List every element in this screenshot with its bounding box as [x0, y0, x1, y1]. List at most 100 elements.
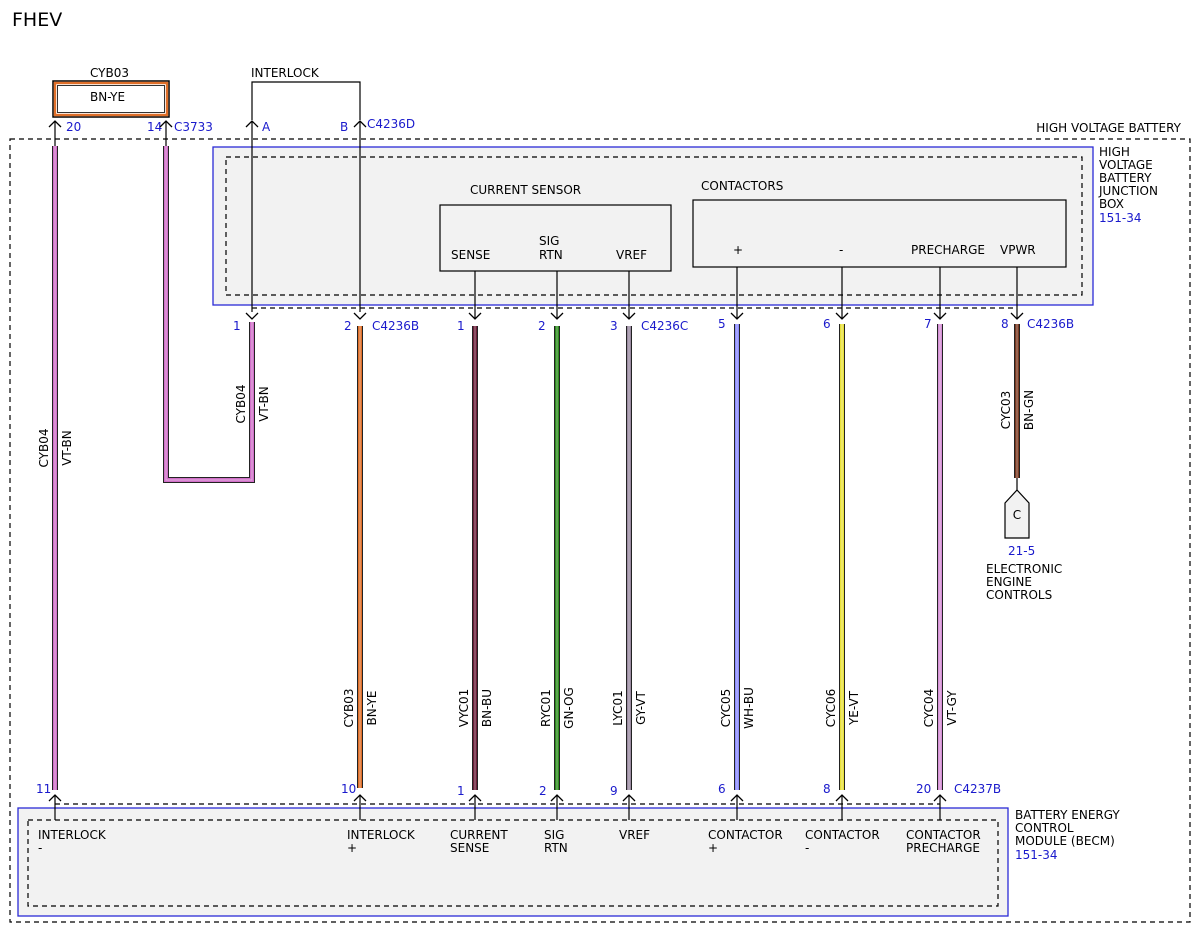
- becm-pin-sig-rtn-l2: RTN: [544, 841, 568, 855]
- jbox-label-4: BOX: [1099, 197, 1124, 211]
- becm-pin-6: 6: [718, 782, 726, 796]
- wire-cyc04-circuit: CYC04: [922, 689, 936, 728]
- connector-c4237b: C4237B: [954, 782, 1001, 796]
- becm-label-1: CONTROL: [1015, 821, 1074, 835]
- wire-cyb03-color: BN-YE: [365, 690, 379, 725]
- becm-pin-interlock-plus-l2: +: [347, 841, 357, 855]
- wire-lyc01-circuit: LYC01: [611, 690, 625, 725]
- becm-pin-sig-rtn-l1: SIG: [544, 828, 564, 842]
- jbox-label-0: HIGH: [1099, 145, 1130, 159]
- connector-c4236b-left: C4236B: [372, 319, 419, 333]
- wire-cyc06-circuit: CYC06: [824, 689, 838, 728]
- cs-pin-3-num: 3: [610, 319, 618, 333]
- ct-pin-5-num: 5: [718, 317, 726, 331]
- jb-pin-1: 1: [233, 319, 241, 333]
- jbox-label-2: BATTERY: [1099, 171, 1152, 185]
- becm-pin-contactor-minus-l1: CONTACTOR: [805, 828, 880, 842]
- pin-14-top: 14: [147, 120, 162, 134]
- becm-pin-interlock-minus-l2: -: [38, 841, 42, 855]
- eec-label-1: ENGINE: [986, 575, 1032, 589]
- contactors-title: CONTACTORS: [701, 179, 783, 193]
- becm-pin-20: 20: [916, 782, 931, 796]
- junction-box-inner: [225, 156, 1083, 296]
- jbox-ref: 151-34: [1099, 211, 1142, 225]
- becm-pin-2: 2: [539, 784, 547, 798]
- becm-box: [17, 807, 1009, 917]
- becm-pin-current-sense-l1: CURRENT: [450, 828, 508, 842]
- becm-pin-8: 8: [823, 782, 831, 796]
- wire-vyc01-circuit: VYC01: [457, 689, 471, 728]
- cs-pin-vref: VREF: [616, 248, 647, 262]
- becm-pin-contactor-precharge-l2: PRECHARGE: [906, 841, 980, 855]
- connector-c4236c: C4236C: [641, 319, 688, 333]
- eec-ref: 21-5: [1008, 544, 1035, 558]
- cyb03-loop-circuit: CYB03: [90, 66, 129, 80]
- connector-c4236d: C4236D: [367, 117, 415, 131]
- wire-ryc01-color: GN-OG: [562, 687, 576, 729]
- interlock-loop-label: INTERLOCK: [251, 66, 320, 80]
- connector-c4236b-right: C4236B: [1027, 317, 1074, 331]
- cyb03-loop-color: BN-YE: [90, 90, 125, 104]
- eec-connector-letter: C: [1013, 508, 1021, 522]
- becm-pin-contactor-plus-l2: +: [708, 841, 718, 855]
- wire-cyb04-mid-circuit: CYB04: [234, 385, 248, 424]
- hv-battery-label: HIGH VOLTAGE BATTERY: [1036, 121, 1181, 135]
- diagram-title: FHEV: [12, 9, 62, 31]
- ct-pin-vpwr: VPWR: [1000, 243, 1036, 257]
- cs-pin-sig: SIG: [539, 234, 559, 248]
- becm-label-2: MODULE (BECM): [1015, 834, 1115, 848]
- becm-pin-9: 9: [610, 784, 618, 798]
- cyb03-loop-wire: [53, 81, 169, 117]
- becm-inner: [27, 819, 999, 907]
- eec-label-0: ELECTRONIC: [986, 562, 1062, 576]
- cyb03-loop-outline: [52, 80, 170, 118]
- wire-vyc01-color: BN-BU: [480, 689, 494, 727]
- becm-pin-current-sense-l2: SENSE: [450, 841, 489, 855]
- wire-ryc01-circuit: RYC01: [539, 689, 553, 727]
- ct-pin-plus: +: [733, 243, 743, 257]
- current-sensor-box: [439, 204, 672, 272]
- wire-cyb04-mid-stripe: [165, 146, 253, 481]
- contactors-box: [692, 199, 1067, 268]
- cs-pin-rtn: RTN: [539, 248, 563, 262]
- becm-pin-interlock-minus-l1: INTERLOCK: [38, 828, 107, 842]
- wire-cyc03-color: BN-GN: [1022, 390, 1036, 430]
- becm-pin-interlock-plus-l1: INTERLOCK: [347, 828, 416, 842]
- wire-cyc05-circuit: CYC05: [719, 689, 733, 728]
- becm-pin-contactor-minus-l2: -: [805, 841, 809, 855]
- wire-cyc06-color: YE-VT: [847, 690, 861, 726]
- ct-pin-6-num: 6: [823, 317, 831, 331]
- becm-pin-10: 10: [341, 782, 356, 796]
- pin-20-top: 20: [66, 120, 81, 134]
- wire-cyc04-color: VT-GY: [945, 690, 959, 726]
- becm-pin-contactor-precharge-l1: CONTACTOR: [906, 828, 981, 842]
- becm-label-0: BATTERY ENERGY: [1015, 808, 1120, 822]
- high-voltage-battery-box: [9, 138, 1191, 923]
- interlock-loop: [251, 81, 361, 120]
- arrow-jb-pin-1: [245, 312, 259, 320]
- cyb03-loop-inner: [57, 85, 165, 113]
- ct-pin-8-num: 8: [1001, 317, 1009, 331]
- pin-b-top: B: [340, 120, 348, 134]
- ct-pin-7-num: 7: [924, 317, 932, 331]
- wire-cyc03-circuit: CYC03: [999, 391, 1013, 430]
- current-sensor-title: CURRENT SENSOR: [470, 183, 581, 197]
- wire-cyb04-left-color: VT-BN: [60, 430, 74, 466]
- wire-cyb03-circuit: CYB03: [342, 689, 356, 728]
- ct-pin-precharge: PRECHARGE: [911, 243, 985, 257]
- eec-connector-shape: [1004, 489, 1030, 539]
- eec-label-2: CONTROLS: [986, 588, 1052, 602]
- wire-cyb04-mid-color: VT-BN: [257, 386, 271, 422]
- wire-cyc05-color: WH-BU: [742, 687, 756, 729]
- wire-lyc01-color: GY-VT: [634, 690, 648, 724]
- wire-cyb04-left-circuit: CYB04: [37, 429, 51, 468]
- becm-pin-contactor-plus-l1: CONTACTOR: [708, 828, 783, 842]
- jb-pin-2: 2: [344, 319, 352, 333]
- cs-pin-2-num: 2: [538, 319, 546, 333]
- wire-cyb04-mid: [164, 146, 254, 482]
- jbox-label-3: JUNCTION: [1098, 184, 1158, 198]
- becm-ref: 151-34: [1015, 848, 1058, 862]
- becm-pin-vref-l1: VREF: [619, 828, 650, 842]
